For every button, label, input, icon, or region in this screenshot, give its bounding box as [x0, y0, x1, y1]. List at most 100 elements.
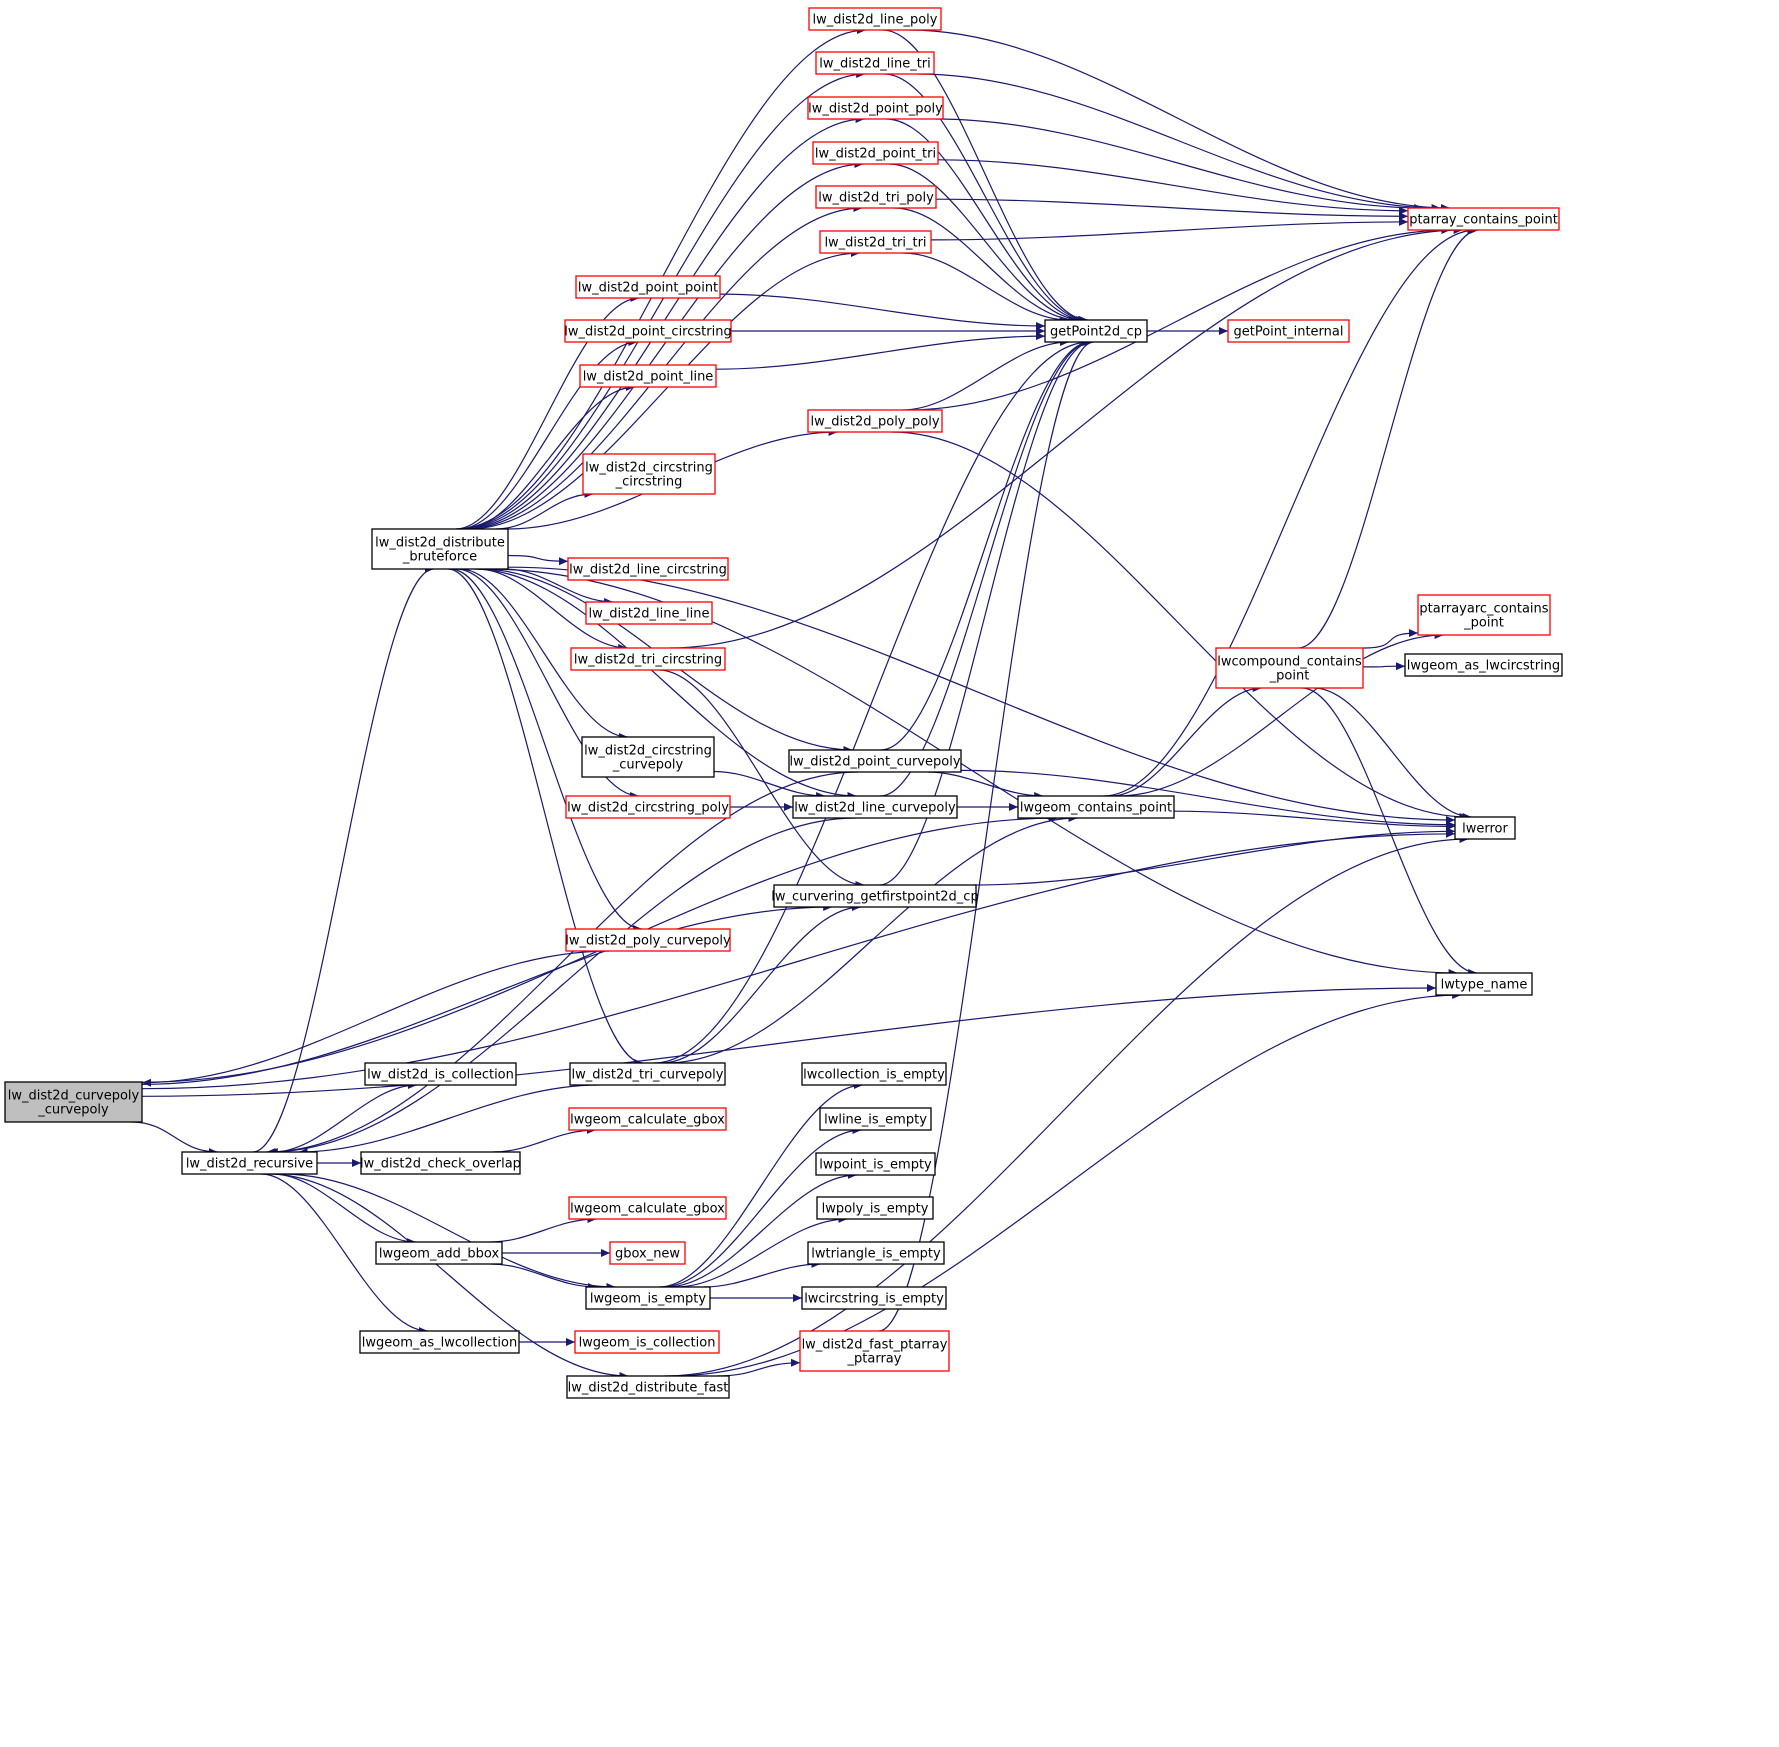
node-label: lwgeom_add_bbox	[379, 1247, 500, 1262]
node-coll-empty[interactable]: lwcollection_is_empty	[801, 1062, 947, 1086]
node-point-poly[interactable]: lw_dist2d_point_poly	[807, 96, 944, 120]
node-dist-fast[interactable]: lw_dist2d_distribute_fast	[566, 1375, 730, 1399]
node-lwtype-name[interactable]: lwtype_name	[1435, 972, 1533, 996]
edge-point_curvepoly-to-getpoint2d	[880, 338, 1091, 751]
node-is-collection[interactable]: lw_dist2d_is_collection	[364, 1062, 517, 1086]
node-is-empty[interactable]: lwgeom_is_empty	[585, 1286, 711, 1310]
node-point-point[interactable]: lw_dist2d_point_point	[575, 275, 721, 299]
edge-recursive-to-dist_fast	[269, 1173, 629, 1380]
node-poly-empty[interactable]: lwpoly_is_empty	[816, 1196, 934, 1220]
node-gbox-new[interactable]: gbox_new	[609, 1241, 686, 1265]
node-line-curvepoly[interactable]: lw_dist2d_line_curvepoly	[792, 795, 958, 819]
node-tri-tri[interactable]: lw_dist2d_tri_tri	[819, 230, 932, 254]
node-box	[569, 1062, 726, 1086]
node-label: lwtype_name	[1441, 978, 1528, 993]
node-label: ptarray_contains_point	[1409, 213, 1558, 228]
node-circ-poly[interactable]: lw_dist2d_circstring_poly	[565, 795, 731, 819]
node-label: lwgeom_as_lwcircstring	[1407, 659, 1560, 674]
edge-point_curvepoly-to-contains_point	[927, 771, 1044, 800]
edge-curvepoly-to-lwtype_name	[141, 984, 1437, 1097]
node-box	[375, 1241, 503, 1265]
node-add-bbox[interactable]: lwgeom_add_bbox	[375, 1241, 503, 1265]
node-label: lw_dist2d_line_line	[589, 607, 710, 622]
node-label: lw_dist2d_point_tri	[815, 147, 936, 162]
edge-point_tri-to-ptarray_contains	[937, 159, 1409, 215]
node-label: _point	[1463, 616, 1504, 631]
node-line-line[interactable]: lw_dist2d_line_line	[585, 601, 713, 625]
edge-brute-to-circ_circ	[495, 490, 594, 530]
node-layer: lw_dist2d_curvepoly_curvepolylw_dist2d_r…	[4, 7, 1563, 1399]
node-label: lw_dist2d_is_collection	[367, 1068, 514, 1083]
node-point-empty[interactable]: lwpoint_is_empty	[815, 1152, 936, 1176]
node-ptarray-contains[interactable]: ptarray_contains_point	[1407, 207, 1560, 231]
node-label: lw_dist2d_tri_curvepoly	[572, 1068, 724, 1083]
node-point-circ[interactable]: lw_dist2d_point_circstring	[564, 319, 732, 343]
node-box	[801, 1286, 947, 1310]
node-line-circ[interactable]: lw_dist2d_line_circstring	[567, 557, 729, 581]
node-as-lwcirc[interactable]: lwgeom_as_lwcircstring	[1404, 653, 1563, 677]
node-lwerror[interactable]: lwerror	[1454, 816, 1516, 840]
node-label: lwpoint_is_empty	[819, 1158, 932, 1173]
node-label: gbox_new	[615, 1247, 680, 1262]
node-label: lw_dist2d_circstring	[584, 744, 712, 759]
node-box	[585, 1286, 711, 1310]
node-label: lw_dist2d_line_tri	[819, 57, 931, 72]
node-box	[788, 749, 962, 773]
node-label: _curvepoly	[612, 758, 684, 773]
node-circ-curvepoly[interactable]: lw_dist2d_circstring_curvepoly	[581, 736, 715, 778]
node-box	[564, 319, 732, 343]
node-tri-poly[interactable]: lw_dist2d_tri_poly	[815, 185, 937, 209]
node-point-tri[interactable]: lw_dist2d_point_tri	[812, 141, 939, 165]
node-label: lwgeom_calculate_gbox	[570, 1202, 725, 1217]
node-recursive[interactable]: lw_dist2d_recursive	[181, 1151, 318, 1175]
node-box	[812, 141, 939, 165]
node-getpoint2d[interactable]: getPoint2d_cp	[1044, 319, 1148, 343]
node-box	[567, 557, 729, 581]
node-fast-ptarray[interactable]: lw_dist2d_fast_ptarray_ptarray	[799, 1330, 950, 1372]
node-brute[interactable]: lw_dist2d_distribute_bruteforce	[371, 528, 509, 570]
node-tri-curvepoly[interactable]: lw_dist2d_tri_curvepoly	[569, 1062, 726, 1086]
node-poly-curvepoly[interactable]: lw_dist2d_poly_curvepoly	[565, 928, 731, 952]
edge-line_curvepoly-to-recursive	[268, 817, 856, 1156]
node-label: lwtriangle_is_empty	[811, 1247, 941, 1262]
node-line-tri[interactable]: lw_dist2d_line_tri	[815, 51, 935, 75]
node-box	[816, 1196, 934, 1220]
edge-recursive-to-as_lwcoll	[261, 1173, 428, 1335]
node-tri-empty[interactable]: lwtriangle_is_empty	[807, 1241, 945, 1265]
edge-tri_curvepoly-to-getpoint2d	[654, 338, 1090, 1064]
node-point-curvepoly[interactable]: lw_dist2d_point_curvepoly	[788, 749, 962, 773]
node-circ-circ[interactable]: lw_dist2d_circstring_circstring	[582, 453, 716, 495]
edge-point_curvepoly-to-recursive	[266, 771, 858, 1156]
node-point-line[interactable]: lw_dist2d_point_line	[579, 364, 717, 388]
node-box	[807, 96, 944, 120]
node-box	[815, 185, 937, 209]
node-line-poly[interactable]: lw_dist2d_line_poly	[808, 7, 942, 31]
node-box	[1215, 647, 1364, 689]
node-box	[1435, 972, 1533, 996]
node-box	[799, 1330, 950, 1372]
node-tri-circ[interactable]: lw_dist2d_tri_circstring	[570, 647, 726, 671]
node-curvering[interactable]: lw_curvering_getfirstpoint2d_cp	[771, 884, 979, 908]
node-getpoint-internal[interactable]: getPoint_internal	[1227, 319, 1350, 343]
node-calc-gbox1[interactable]: lwgeom_calculate_gbox	[568, 1107, 727, 1131]
node-box	[1404, 653, 1563, 677]
node-calc-gbox2[interactable]: lwgeom_calculate_gbox	[568, 1196, 727, 1220]
edge-line_poly-to-getpoint2d	[882, 29, 1089, 324]
node-box	[773, 884, 977, 908]
node-ptarrayarc[interactable]: ptarrayarc_contains_point	[1417, 594, 1551, 636]
node-contains-point[interactable]: lwgeom_contains_point	[1017, 795, 1175, 819]
node-as-lwcoll[interactable]: lwgeom_as_lwcollection	[359, 1330, 520, 1354]
node-lwcompound[interactable]: lwcompound_contains_point	[1215, 647, 1364, 689]
node-box	[565, 928, 731, 952]
node-check-overlap[interactable]: lw_dist2d_check_overlap	[360, 1151, 521, 1175]
edge-point_point-to-getpoint2d	[719, 293, 1046, 330]
node-is-coll2[interactable]: lwgeom_is_collection	[574, 1330, 720, 1354]
node-box	[181, 1151, 318, 1175]
edge-tri_tri-to-getpoint2d	[902, 252, 1069, 324]
edge-recursive-to-is_empty	[281, 1173, 616, 1291]
node-poly-poly[interactable]: lw_dist2d_poly_poly	[807, 409, 943, 433]
node-line-empty[interactable]: lwline_is_empty	[819, 1107, 932, 1131]
edge-point_poly-to-getpoint2d	[886, 118, 1086, 324]
node-circ-empty[interactable]: lwcircstring_is_empty	[801, 1286, 947, 1310]
